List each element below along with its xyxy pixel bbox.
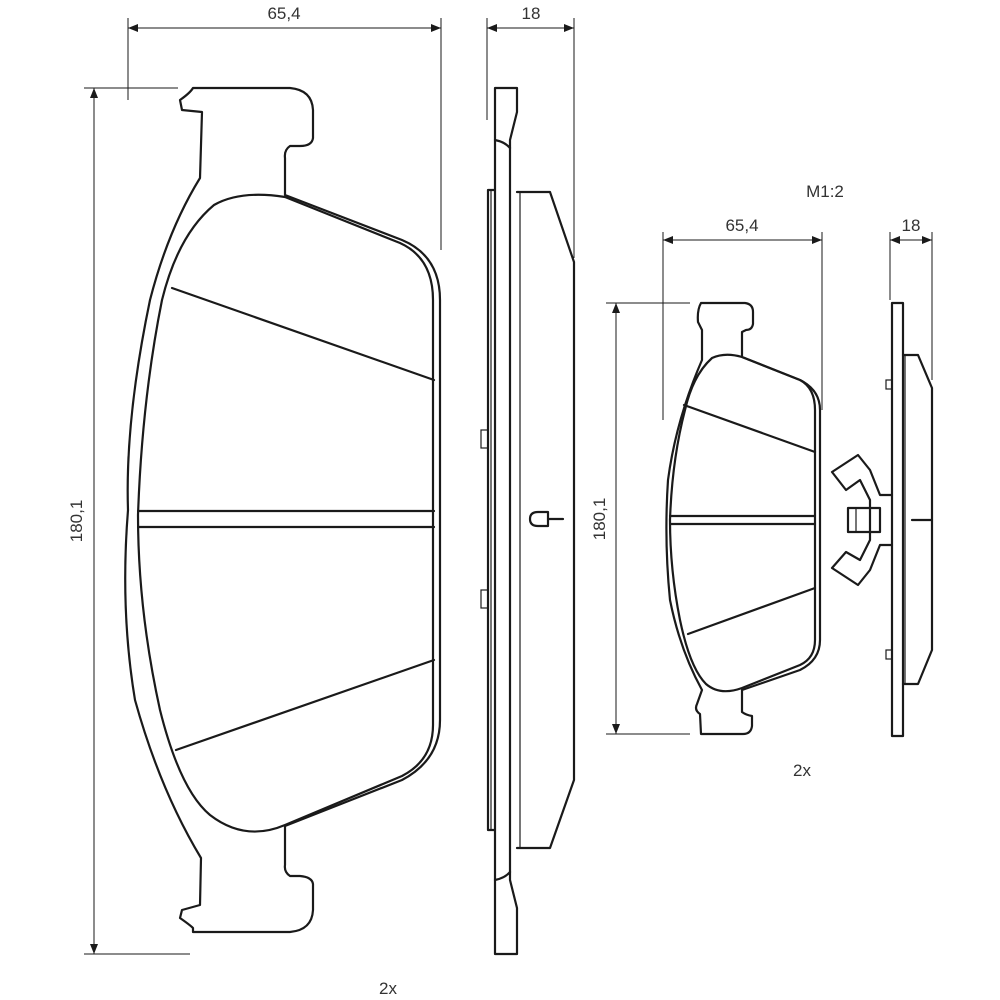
small-quantity-label: 2x [793, 761, 811, 780]
small-friction-material-outline [668, 353, 817, 693]
small-width-label: 65,4 [725, 216, 758, 235]
small-pad-front-view [665, 301, 822, 736]
large-backing-plate-outline [124, 86, 442, 934]
large-friction-material-outline [136, 193, 435, 833]
large-width-label: 65,4 [267, 4, 300, 23]
large-chamfer-line-bottom [174, 658, 436, 752]
large-thickness-label: 18 [522, 4, 541, 23]
small-height-dimension: 180,1 [590, 302, 690, 735]
large-height-dimension: 180,1 [67, 87, 190, 955]
large-chamfer-line-top [170, 286, 436, 382]
large-height-label: 180,1 [67, 500, 86, 543]
small-thickness-label: 18 [902, 216, 921, 235]
scale-label: M1:2 [806, 182, 844, 201]
large-width-dimension: 65,4 [127, 4, 442, 250]
large-pad-front-view [124, 86, 442, 934]
spring-clip [830, 453, 894, 587]
large-thickness-dimension: 18 [486, 4, 575, 258]
large-quantity-label: 2x [379, 979, 397, 998]
small-backing-plate-outline [665, 301, 822, 736]
small-width-dimension: 65,4 [662, 216, 823, 420]
small-pad-side-view [830, 301, 934, 738]
small-thickness-dimension: 18 [889, 216, 933, 380]
small-height-label: 180,1 [590, 498, 609, 541]
large-pad-side-view [480, 86, 576, 956]
